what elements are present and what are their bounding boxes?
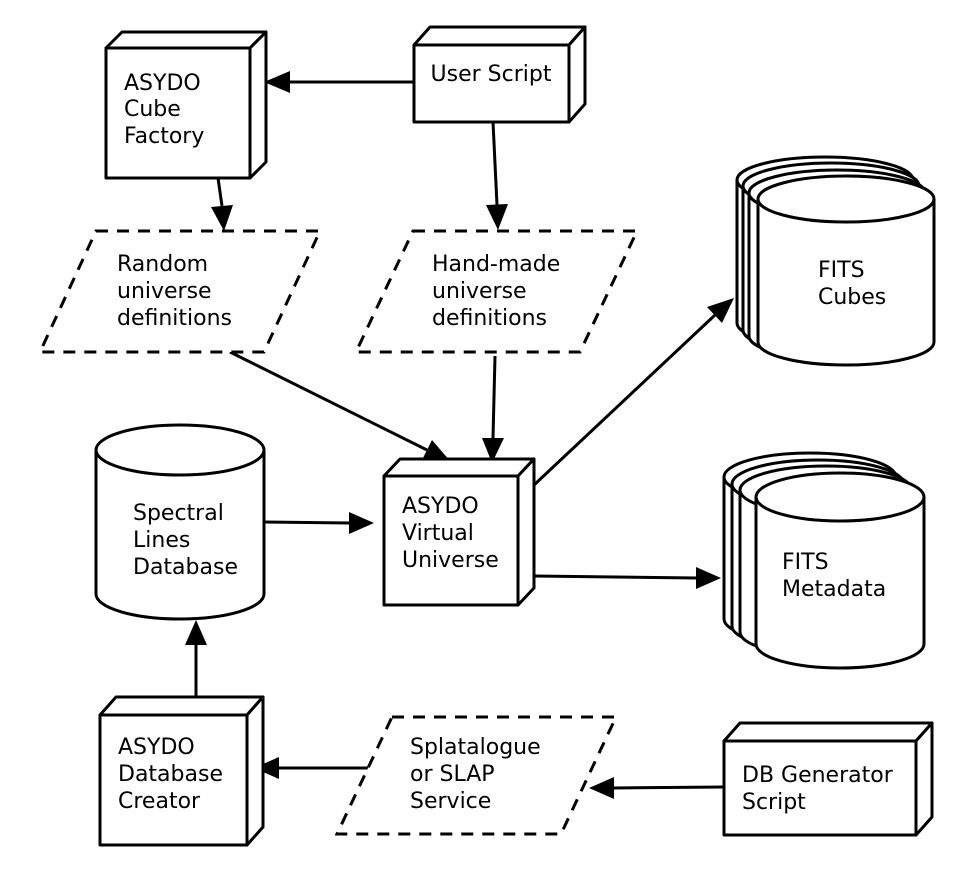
fits-metadata-cylinders: FITS Metadata bbox=[722, 451, 926, 670]
handmade-defs-shape: Hand-made universe definitions bbox=[353, 229, 640, 354]
handmade-defs-label: Hand-made universe definitions bbox=[432, 252, 567, 331]
db-generator-label: DB Generator Script bbox=[742, 763, 900, 815]
random-defs-shape: Random universe definitions bbox=[37, 229, 323, 354]
edge-db-generator-to-splatalogue bbox=[589, 777, 725, 799]
edge-splatalogue-to-db-creator bbox=[254, 757, 370, 779]
splatalogue-label: Splatalogue or SLAP Service bbox=[410, 735, 548, 814]
edge-handmade-defs-to-virtual-universe bbox=[482, 355, 504, 463]
virtual-universe-box: ASYDO Virtual Universe bbox=[382, 457, 536, 607]
edges bbox=[185, 71, 734, 799]
edge-random-defs-to-virtual-universe bbox=[229, 350, 450, 461]
fits-cubes-cylinders: FITS Cubes bbox=[735, 155, 936, 367]
edge-virtual-universe-to-fits-cubes bbox=[532, 298, 734, 487]
edge-virtual-universe-to-fits-metadata bbox=[533, 567, 721, 589]
spectral-db-cylinder: Spectral Lines Database bbox=[94, 423, 266, 621]
db-creator-box: ASYDO Database Creator bbox=[98, 695, 265, 847]
db-generator-box: DB Generator Script bbox=[722, 721, 934, 837]
virtual-universe-label: ASYDO Virtual Universe bbox=[402, 494, 499, 573]
spectral-db-label: Spectral Lines Database bbox=[133, 501, 238, 580]
random-defs-label: Random universe definitions bbox=[117, 252, 232, 331]
user-script-box: User Script bbox=[412, 25, 587, 124]
fits-cubes-label: FITS Cubes bbox=[818, 258, 886, 310]
edge-user-script-to-cube-factory bbox=[264, 71, 414, 93]
user-script-label: User Script bbox=[431, 62, 552, 87]
edge-user-script-to-handmade-defs bbox=[486, 121, 508, 230]
edge-spectral-db-to-virtual-universe bbox=[263, 512, 374, 534]
cube-factory-label: ASYDO Cube Factory bbox=[124, 71, 208, 149]
db-creator-label: ASYDO Database Creator bbox=[118, 735, 230, 814]
splatalogue-shape: Splatalogue or SLAP Service bbox=[334, 715, 619, 836]
edge-cube-factory-to-random-defs bbox=[211, 177, 233, 231]
fits-metadata-label: FITS Metadata bbox=[782, 550, 886, 602]
cube-factory-box: ASYDO Cube Factory bbox=[104, 30, 268, 180]
